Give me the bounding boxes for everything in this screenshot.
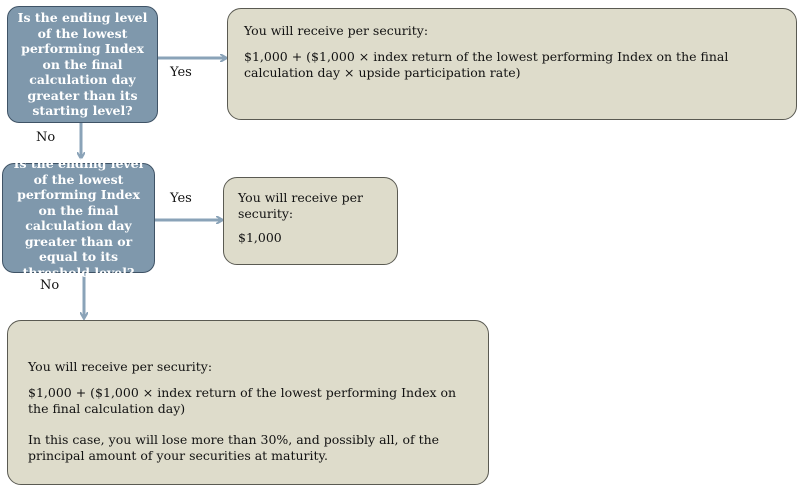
decision-box-threshold-level: Is the ending level of the lowest perfor… xyxy=(2,156,155,280)
label-yes-q2: Yes xyxy=(170,191,192,206)
result-warning-loss: In this case, you will lose more than 30… xyxy=(28,432,440,463)
result-title-par: You will receive per security: xyxy=(238,190,363,221)
result-value-par: $1,000 xyxy=(238,230,282,245)
result-formula-loss: $1,000 + ($1,000 × index return of the l… xyxy=(28,385,457,416)
result-box-par: You will receive per security: $1,000 xyxy=(223,177,398,265)
label-yes-q1: Yes xyxy=(170,65,192,80)
result-box-loss: You will receive per security: $1,000 + … xyxy=(7,320,489,485)
decision-box-starting-level: Is the ending level of the lowest perfor… xyxy=(7,6,158,123)
result-formula-upside: $1,000 + ($1,000 × index return of the l… xyxy=(244,49,729,80)
result-title-upside: You will receive per security: xyxy=(244,23,429,38)
label-no-q1: No xyxy=(36,130,56,145)
decision-text-threshold-level: Is the ending level of the lowest perfor… xyxy=(13,156,144,280)
result-title-loss: You will receive per security: xyxy=(28,359,213,374)
decision-text-starting-level: Is the ending level of the lowest perfor… xyxy=(17,10,148,119)
result-box-upside: You will receive per security: $1,000 + … xyxy=(227,8,797,120)
label-no-q2: No xyxy=(40,278,60,293)
